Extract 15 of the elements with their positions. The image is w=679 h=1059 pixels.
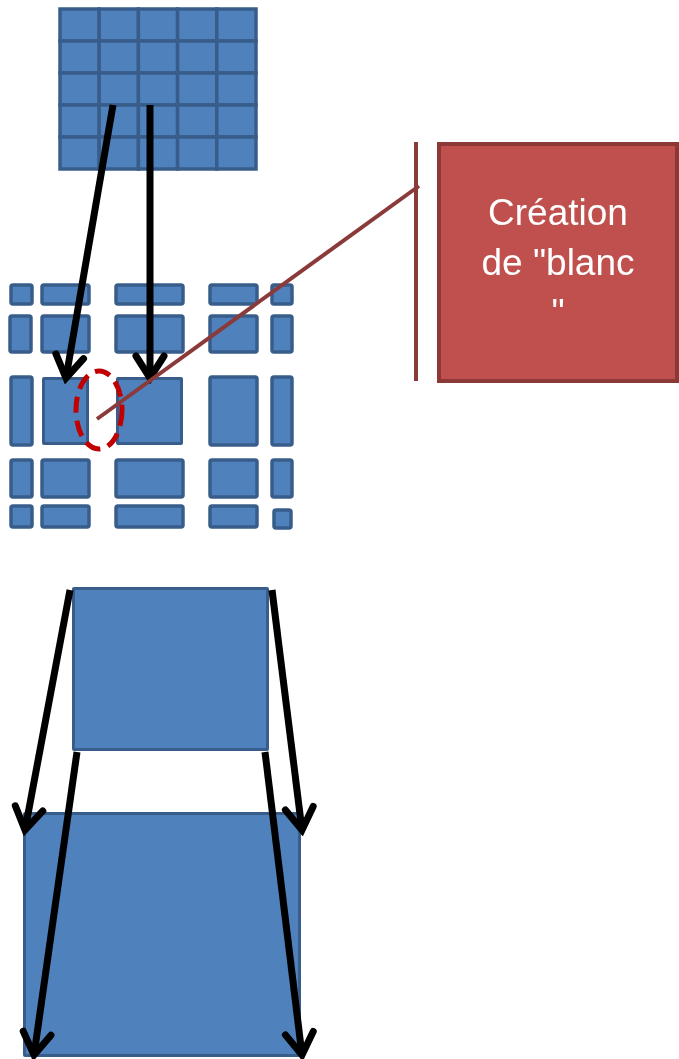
tile-grid — [58, 7, 258, 171]
callout-text: Création de "blanc " — [480, 190, 636, 335]
arrow — [261, 751, 317, 1059]
callout-box — [437, 142, 679, 383]
arrow — [268, 589, 317, 834]
arrow — [19, 751, 81, 1059]
dashed-ellipse — [73, 368, 125, 452]
arrow — [52, 104, 117, 382]
tile — [72, 587, 269, 751]
tile — [42, 377, 89, 445]
arrow — [11, 589, 74, 834]
tile — [23, 812, 301, 1057]
arrow — [132, 105, 168, 382]
leader-line — [95, 184, 421, 421]
tile — [116, 377, 183, 445]
